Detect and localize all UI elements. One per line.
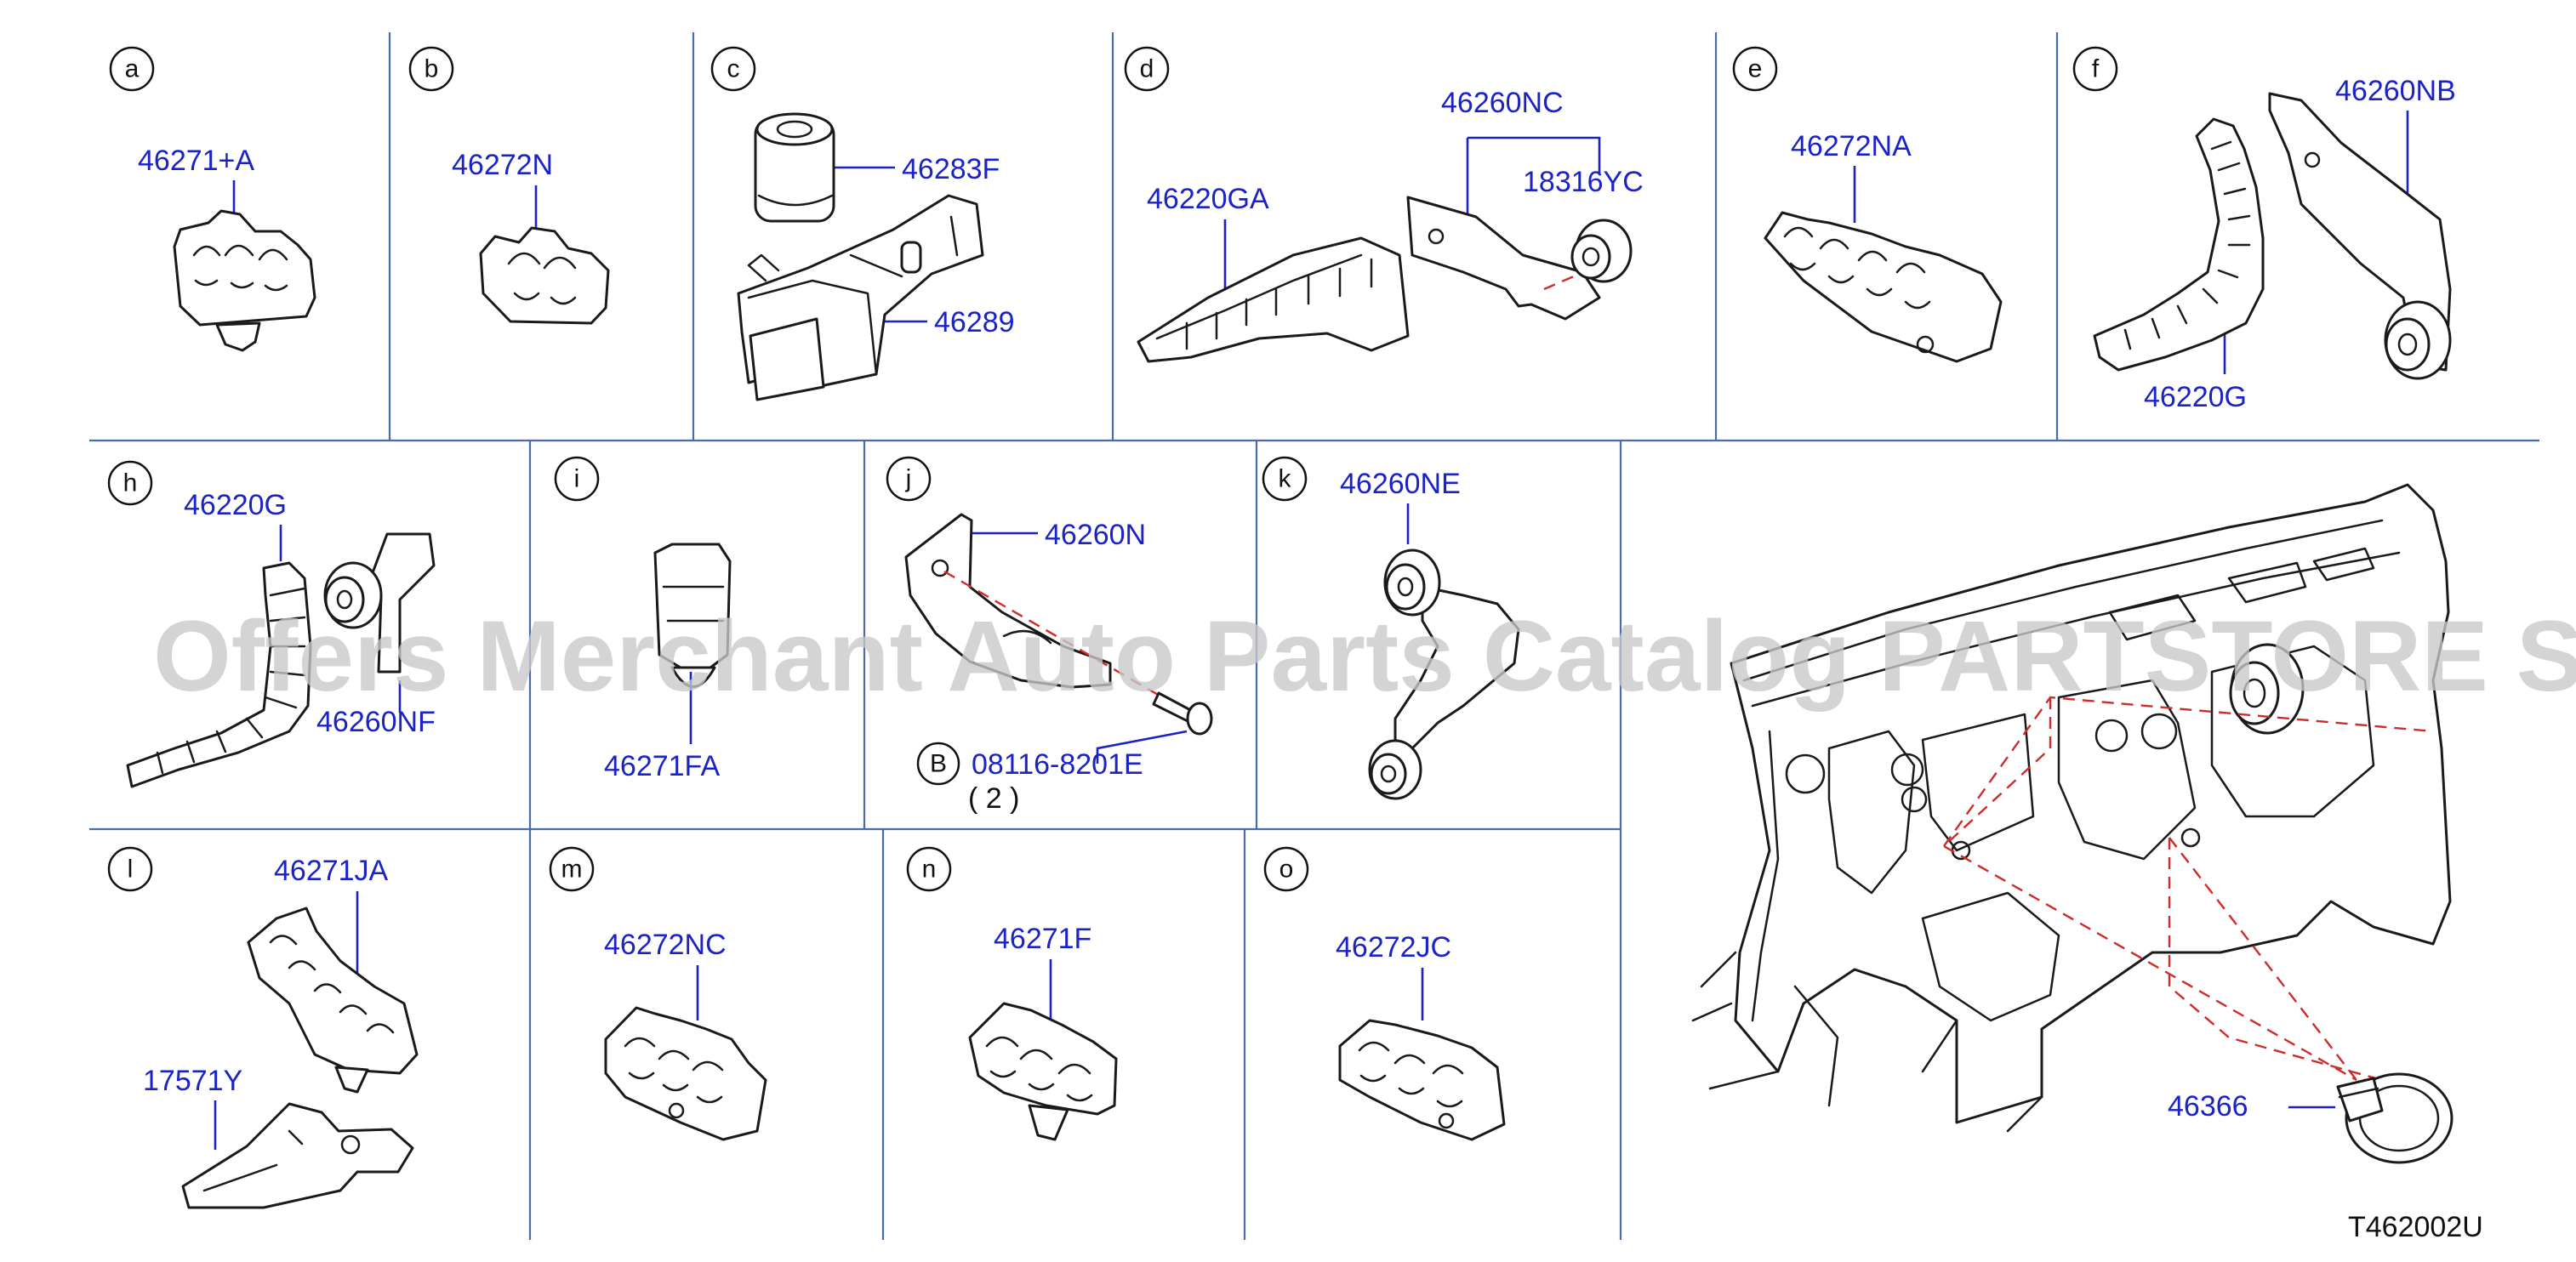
part-number-label[interactable]: 46283F xyxy=(902,153,1000,185)
bracket-plate-part-drawing xyxy=(1406,196,1601,321)
svg-text:i: i xyxy=(574,465,580,493)
svg-text:l: l xyxy=(128,856,134,884)
part-number-label[interactable]: 46260NC xyxy=(1441,87,1564,119)
panel-j: j 46260N B 08116-8201E ( 2 ) xyxy=(886,456,1213,815)
part-number-label[interactable]: 46272JC xyxy=(1336,931,1451,964)
grommet-part-drawing xyxy=(1570,219,1633,283)
svg-text:f: f xyxy=(2092,55,2100,83)
part-number-label[interactable]: 46260NB xyxy=(2335,75,2456,107)
svg-text:j: j xyxy=(905,465,912,493)
panel-grid xyxy=(89,32,2539,1240)
panel-letter-k: k xyxy=(1262,456,1308,502)
clip-part-drawing xyxy=(968,1002,1118,1141)
part-number-label[interactable]: 08116-8201E xyxy=(972,748,1143,781)
bracket-plate-part-drawing xyxy=(904,513,1166,701)
panel-letter-l: l xyxy=(107,846,153,892)
diagram-code: T462002U xyxy=(2348,1211,2483,1243)
clip-part-drawing xyxy=(173,209,316,352)
part-number-label[interactable]: 46260NF xyxy=(316,706,436,738)
bracket-grommet-part-drawing xyxy=(323,532,436,674)
svg-text:o: o xyxy=(1279,856,1294,884)
clip-part-drawing xyxy=(1338,1019,1506,1141)
panel-letter-h: h xyxy=(107,460,153,506)
push-clip-part-drawing xyxy=(653,543,732,688)
part-number-label[interactable]: 46271FA xyxy=(604,750,720,782)
panel-l: l 46271JA 17571Y xyxy=(107,846,419,1209)
panel-k: k 46260NE xyxy=(1262,456,1520,800)
panel-d: d 46260NC 46220GA 18316YC xyxy=(1124,46,1644,363)
bolt-part-drawing xyxy=(1152,691,1213,736)
bracket-plate-part-drawing xyxy=(181,1102,414,1209)
part-number-label[interactable]: 46272NA xyxy=(1791,130,1912,162)
bracket-grommet-part-drawing xyxy=(1368,549,1520,800)
panel-letter-d: d xyxy=(1124,46,1170,92)
svg-text:k: k xyxy=(1279,465,1292,493)
part-number-label[interactable]: 46260NE xyxy=(1340,468,1461,500)
panel-h: h 46220G 46260NF xyxy=(107,460,436,788)
panel-letter-n: n xyxy=(906,846,952,892)
svg-text:B: B xyxy=(930,750,947,778)
part-number-label[interactable]: 46271JA xyxy=(274,855,389,887)
panel-letter-m: m xyxy=(549,846,595,892)
grommet-46366-drawing xyxy=(2336,1072,2453,1164)
svg-text:m: m xyxy=(561,856,583,884)
part-number-label[interactable]: 46220GA xyxy=(1147,183,1269,215)
svg-text:e: e xyxy=(1748,55,1763,83)
part-number-label[interactable]: 46366 xyxy=(2168,1090,2248,1123)
panel-a: a 46271+A xyxy=(109,46,316,352)
clip-part-drawing xyxy=(604,1006,767,1141)
part-number-label[interactable]: 46260N xyxy=(1045,519,1146,551)
part-number-label[interactable]: 46271F xyxy=(994,923,1091,955)
dash-panel-illustration xyxy=(1691,483,2452,1133)
panel-letter-b: b xyxy=(408,46,454,92)
panel-m: m 46272NC xyxy=(549,846,767,1141)
part-number-label[interactable]: 46272N xyxy=(452,149,553,181)
panel-letter-f: f xyxy=(2072,46,2118,92)
harness-clip-part-drawing xyxy=(126,561,312,788)
panel-c: c 46283F 46289 xyxy=(710,46,1015,401)
part-number-label[interactable]: 46289 xyxy=(934,306,1015,338)
svg-text:n: n xyxy=(922,856,937,884)
panel-f: f 46260NB 46220G xyxy=(2072,46,2456,413)
panel-n: n 46271F xyxy=(906,846,1118,1141)
harness-clip-part-drawing xyxy=(2093,117,2265,372)
panel-letter-j: j xyxy=(886,456,932,502)
panel-b: b 46272N xyxy=(408,46,610,325)
panel-e: e 46272NA xyxy=(1732,46,2003,363)
part-number-label[interactable]: 46272NC xyxy=(604,929,727,961)
part-number-label[interactable]: 18316YC xyxy=(1523,166,1644,198)
svg-text:b: b xyxy=(425,55,439,83)
panel-letter-o: o xyxy=(1263,846,1309,892)
panel-letter-c: c xyxy=(710,46,756,92)
clip-part-drawing xyxy=(247,907,419,1094)
harness-clip-part-drawing xyxy=(1137,236,1410,363)
bracket-grommet-part-drawing xyxy=(2268,92,2452,380)
bolt-marker-B: B xyxy=(916,742,960,786)
svg-text:d: d xyxy=(1140,55,1154,83)
clip-part-drawing xyxy=(1764,211,2003,363)
bolt-quantity: ( 2 ) xyxy=(968,782,1019,815)
part-number-label[interactable]: 46271+A xyxy=(138,145,254,177)
watermark-text: Offers Merchant Auto Parts Catalog PARTS… xyxy=(153,600,2576,713)
panel-o: o 46272JC xyxy=(1263,846,1506,1141)
bracket-clip-part-drawing xyxy=(737,194,984,401)
clip-part-drawing xyxy=(479,226,610,325)
svg-text:h: h xyxy=(123,469,138,497)
grommet-part-drawing xyxy=(754,112,835,223)
part-number-label[interactable]: 17571Y xyxy=(143,1065,242,1097)
panel-letter-i: i xyxy=(554,456,600,502)
svg-text:c: c xyxy=(727,55,740,83)
part-number-label[interactable]: 46220G xyxy=(184,489,287,521)
panel-i: i 46271FA xyxy=(554,456,732,782)
panel-letter-a: a xyxy=(109,46,155,92)
svg-text:a: a xyxy=(125,55,140,83)
part-number-label[interactable]: 46220G xyxy=(2144,381,2247,413)
panel-letter-e: e xyxy=(1732,46,1778,92)
